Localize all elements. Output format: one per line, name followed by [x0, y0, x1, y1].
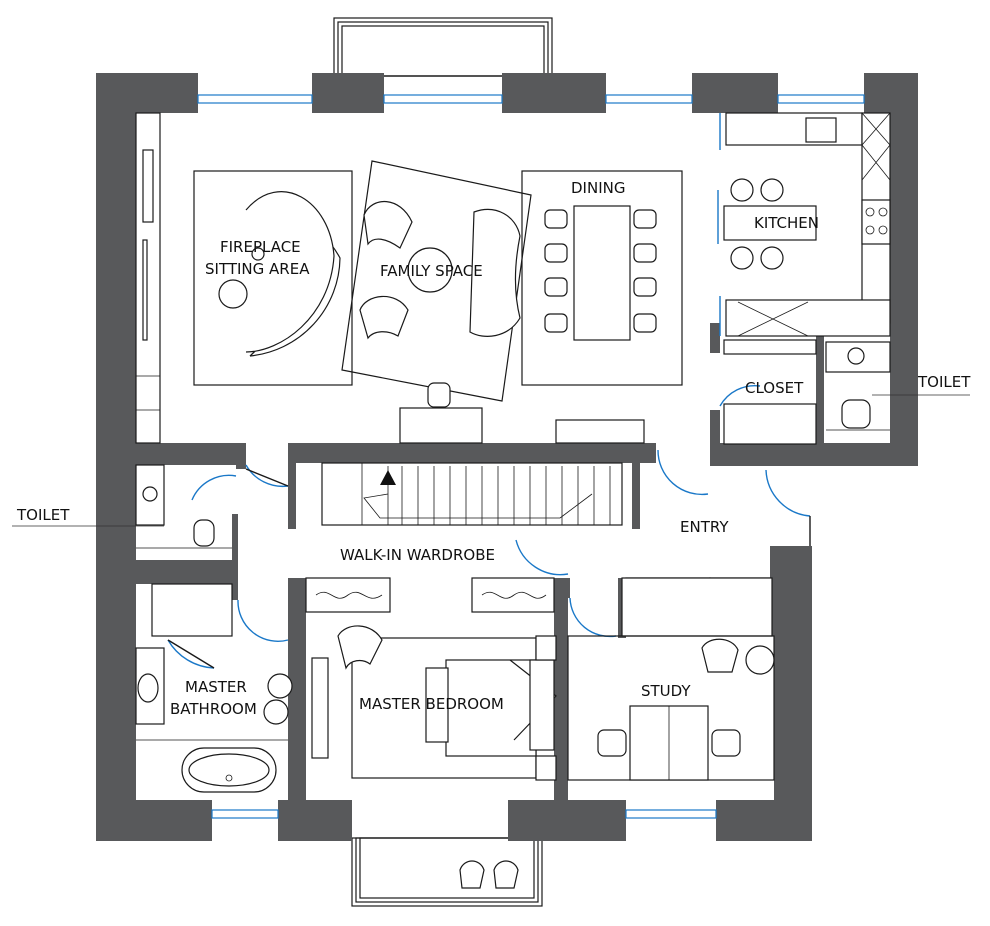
room-label-walk-in-wardrobe: WALK-IN WARDROBE — [340, 546, 495, 564]
interior-walls — [136, 323, 890, 800]
room-label-dining: DINING — [571, 179, 625, 197]
room-label-master-bedroom: MASTER BEDROOM — [359, 695, 504, 713]
kitchen-furniture — [717, 112, 891, 337]
callout-toilet-right: TOILET — [917, 373, 971, 391]
room-label-entry: ENTRY — [680, 518, 729, 536]
study-furniture — [567, 635, 775, 781]
top-balcony — [333, 17, 553, 77]
room-label-sitting-area: SITTING AREA — [205, 260, 310, 278]
room-label-master-bath-line2: BATHROOM — [170, 700, 257, 718]
wardrobe-racks — [305, 577, 773, 637]
callout-toilet-left: TOILET — [16, 506, 70, 524]
room-label-fireplace: FIREPLACE — [220, 238, 301, 256]
room-label-study: STUDY — [641, 682, 691, 700]
room-label-master-bath-line1: MASTER — [185, 678, 247, 696]
living-furniture — [135, 112, 683, 444]
bathroom-furniture — [135, 583, 293, 793]
bottom-balcony — [351, 837, 543, 907]
bedroom-furniture — [311, 625, 557, 781]
left-toilet-furniture — [135, 464, 232, 549]
room-label-closet: CLOSET — [745, 379, 804, 397]
staircase — [321, 462, 623, 526]
exterior-walls — [96, 73, 918, 841]
windows — [197, 94, 865, 819]
room-label-kitchen: KITCHEN — [754, 214, 819, 232]
room-label-family-space: FAMILY SPACE — [380, 262, 483, 280]
balcony-chairs — [459, 860, 519, 889]
closet-furniture — [723, 339, 891, 445]
doors — [167, 384, 811, 669]
